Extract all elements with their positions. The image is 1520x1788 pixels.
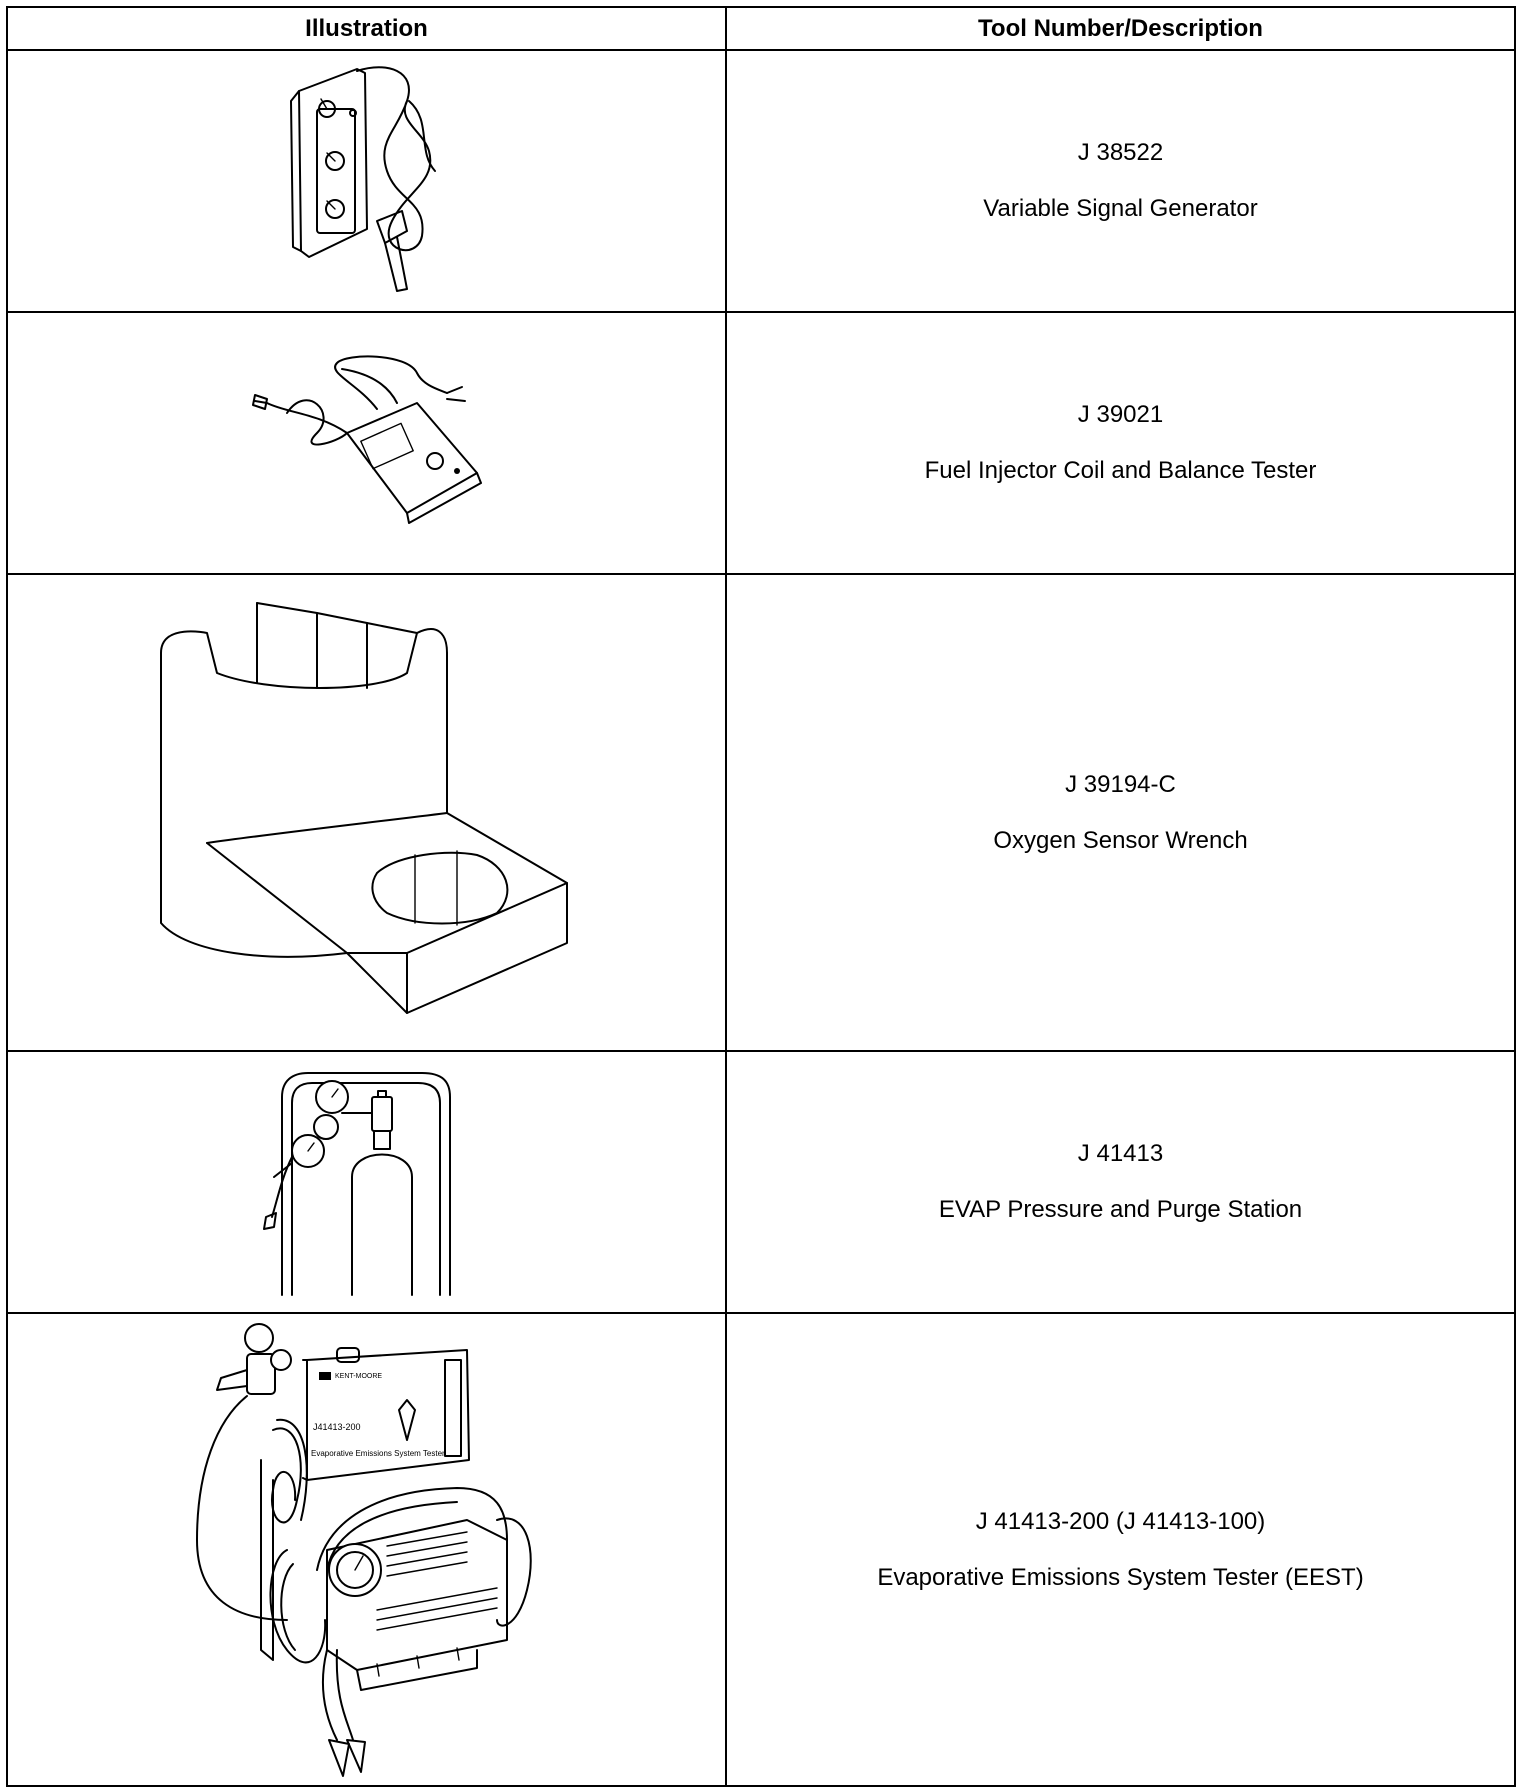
tool-cell: J 39021 Fuel Injector Coil and Balance T… [725, 311, 1516, 575]
table-row: J 41413 EVAP Pressure and Purge Station [6, 1050, 1516, 1314]
tool-number: J 41413-200 (J 41413-100) [975, 1507, 1266, 1535]
oxygen-sensor-wrench-illustration [159, 601, 568, 1014]
tool-number: J 38522 [1077, 139, 1164, 166]
table-row: J 39021 Fuel Injector Coil and Balance T… [6, 311, 1516, 575]
special-tools-table: Illustration Tool Number/Description [6, 6, 1516, 1787]
eest-model-text: J41413-200 [313, 1422, 361, 1432]
tool-cell: J 41413 EVAP Pressure and Purge Station [725, 1050, 1516, 1314]
illustration-cell [6, 49, 727, 313]
fuel-injector-tester-illustration [251, 355, 482, 524]
header-tool-number-description: Tool Number/Description [725, 6, 1516, 51]
tool-description: Evaporative Emissions System Tester (EES… [877, 1563, 1364, 1591]
tool-description: Oxygen Sensor Wrench [993, 826, 1248, 854]
tool-cell: J 39194-C Oxygen Sensor Wrench [725, 573, 1516, 1052]
tool-number: J 41413 [1077, 1140, 1164, 1167]
illustration-cell [6, 311, 727, 575]
illustration-cell [6, 573, 727, 1052]
evap-purge-station-illustration [262, 1072, 451, 1296]
table-row: J 38522 Variable Signal Generator [6, 49, 1516, 313]
header-illustration: Illustration [6, 6, 727, 51]
table-row: J 39194-C Oxygen Sensor Wrench [6, 573, 1516, 1052]
tool-number: J 39021 [1077, 401, 1164, 428]
eest-label-text: Evaporative Emissions System Tester [311, 1449, 445, 1458]
tool-description: Fuel Injector Coil and Balance Tester [924, 457, 1317, 484]
eest-brand-text: KENT-MOORE [335, 1373, 382, 1380]
tool-description: EVAP Pressure and Purge Station [938, 1196, 1303, 1223]
tool-description: Variable Signal Generator [983, 195, 1258, 222]
eest-illustration: KENT-MOORE J41413-200 Evaporative Emissi… [195, 1322, 532, 1777]
table-row: KENT-MOORE J41413-200 Evaporative Emissi… [6, 1312, 1516, 1787]
header-row: Illustration Tool Number/Description [6, 6, 1516, 51]
tool-cell: J 41413-200 (J 41413-100) Evaporative Em… [725, 1312, 1516, 1787]
illustration-cell [6, 1050, 727, 1314]
tool-number: J 39194-C [1065, 770, 1176, 798]
tool-cell: J 38522 Variable Signal Generator [725, 49, 1516, 313]
illustration-cell: KENT-MOORE J41413-200 Evaporative Emissi… [6, 1312, 727, 1787]
variable-signal-generator-illustration [289, 66, 436, 292]
